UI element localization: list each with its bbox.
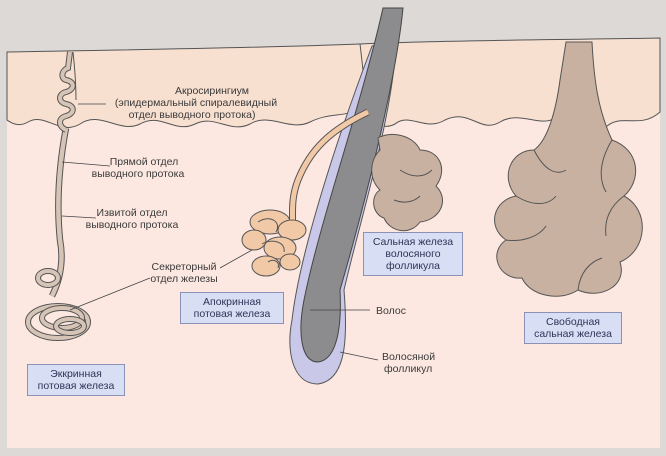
label-acrosyringium: Акросирингиум	[175, 85, 249, 97]
box-follicle-sebaceous-line-3: фолликула	[385, 260, 441, 272]
box-eccrine-line-1: Эккринная	[50, 368, 102, 380]
box-free-sebaceous-gland: Свободная сальная железа	[524, 312, 622, 344]
label-straight-duct-1: Прямой отдел	[110, 156, 179, 168]
apocrine-gland	[241, 108, 370, 277]
box-free-sebaceous-line-1: Свободная	[546, 316, 600, 328]
box-apocrine-line-2: потовая железа	[193, 308, 271, 320]
box-follicle-sebaceous-gland: Сальная железа волосяного фолликула	[363, 232, 463, 276]
label-acrosyringium-desc-1: (эпидермальный спиралевидный	[115, 97, 277, 109]
label-straight-duct-2: выводного протока	[92, 168, 185, 180]
epidermis	[6, 37, 661, 131]
box-apocrine-line-1: Апокринная	[203, 296, 261, 308]
eccrine-gland	[25, 51, 91, 341]
label-follicle-2: фолликул	[384, 363, 432, 375]
label-secretory-2: отдел железы	[150, 273, 217, 285]
label-secretory-1: Секреторный	[152, 261, 217, 273]
box-follicle-sebaceous-line-2: волосяного	[385, 248, 441, 260]
box-eccrine-gland: Эккринная потовая железа	[27, 364, 125, 396]
box-eccrine-line-2: потовая железа	[37, 380, 115, 392]
label-hair: Волос	[376, 305, 406, 317]
box-apocrine-gland: Апокринная потовая железа	[180, 292, 284, 324]
label-coiled-duct-1: Извитой отдел	[97, 207, 168, 219]
free-sebaceous-gland	[494, 41, 643, 297]
box-free-sebaceous-line-2: сальная железа	[534, 328, 612, 340]
label-acrosyringium-desc-2: отдел выводного протока)	[129, 109, 256, 121]
pointer-lines	[61, 103, 379, 361]
follicle-sebaceous-gland	[371, 134, 443, 232]
box-follicle-sebaceous-line-1: Сальная железа	[372, 236, 454, 248]
skin-fold-left	[72, 51, 77, 101]
label-coiled-duct-2: выводного протока	[86, 219, 179, 231]
label-follicle-1: Волосяной	[382, 351, 435, 363]
